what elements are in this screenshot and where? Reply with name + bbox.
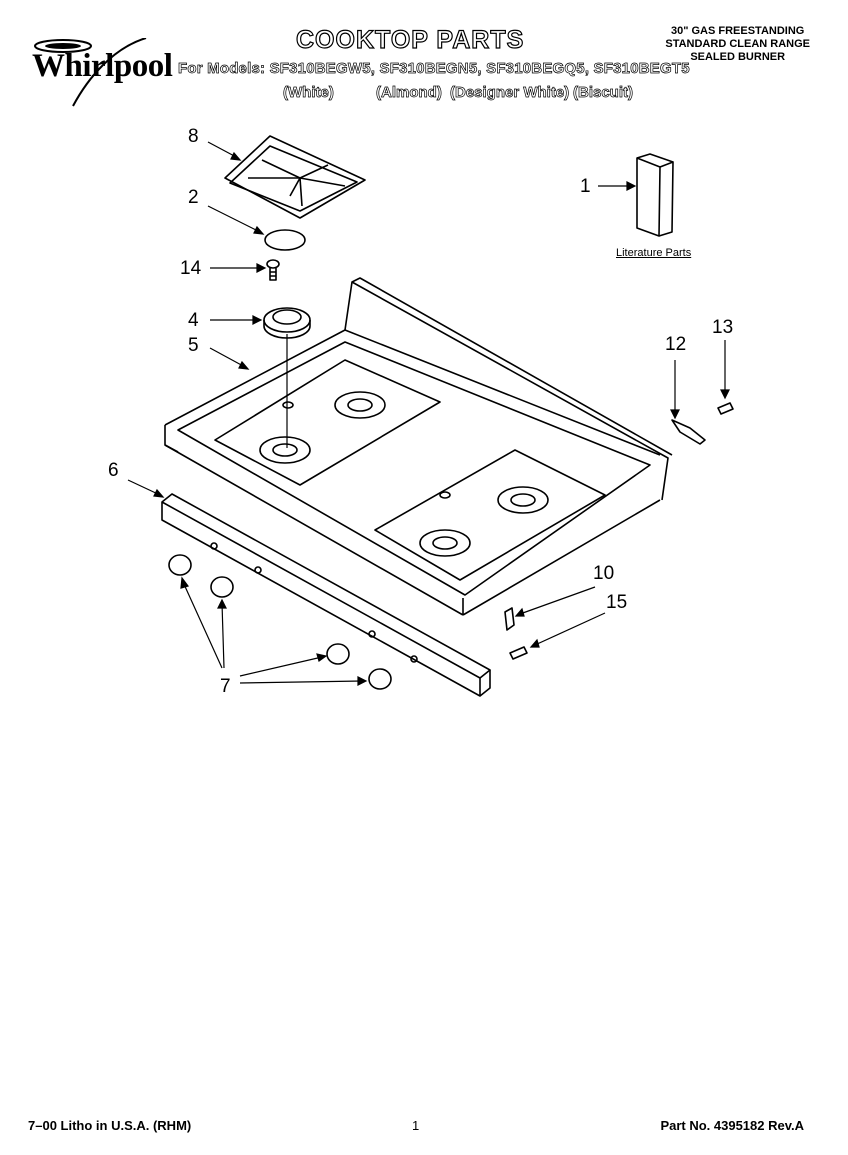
callout-12: 12 (665, 334, 687, 355)
callout-1: 1 (580, 176, 591, 197)
variant-designer-white: (Designer White) (450, 84, 570, 102)
variant-white: (White) (283, 84, 335, 102)
model-list: For Models: SF310BEGW5, SF310BEGN5, SF31… (178, 60, 690, 78)
screw-part (509, 646, 528, 660)
whirlpool-logo-icon (34, 38, 147, 107)
callout-4: 4 (188, 310, 199, 331)
bracket-part (671, 419, 706, 445)
spec-block: 30" GAS FREESTANDING STANDARD CLEAN RANG… (665, 25, 810, 64)
control-panel-part (161, 493, 491, 697)
brand-name: Whirlpool (32, 48, 173, 84)
cooktop-part (164, 277, 673, 616)
variant-biscuit: (Biscuit) (573, 84, 634, 102)
spec-line: SEALED BURNER (690, 51, 786, 63)
callout-8: 8 (188, 126, 199, 147)
callout-15: 15 (606, 592, 628, 613)
callout-7: 7 (220, 676, 231, 697)
screw-part (266, 259, 280, 281)
callout-10: 10 (593, 563, 615, 584)
page-title: COOKTOP PARTS (295, 25, 525, 54)
page-number: 1 (412, 1118, 420, 1133)
burner-cap-part (264, 229, 306, 251)
print-info: 7–00 Litho in U.S.A. (RHM) (28, 1118, 192, 1133)
spec-line: 30" GAS FREESTANDING (670, 25, 805, 37)
callout-5: 5 (188, 335, 199, 356)
callout-6: 6 (108, 460, 119, 481)
burner-base-part (263, 307, 311, 339)
part-number: Part No. 4395182 Rev.A (660, 1118, 804, 1133)
spec-line: STANDARD CLEAN RANGE (665, 38, 810, 50)
screw-part (717, 402, 734, 415)
callout-2: 2 (188, 187, 199, 208)
grate-part (224, 135, 366, 219)
literature-part (636, 153, 674, 237)
callout-14: 14 (180, 258, 202, 279)
literature-parts-label: Literature Parts (616, 247, 692, 259)
variant-almond: (Almond) (376, 84, 443, 102)
callout-13: 13 (712, 317, 734, 338)
knob-parts (168, 554, 392, 690)
clip-part (504, 607, 515, 631)
